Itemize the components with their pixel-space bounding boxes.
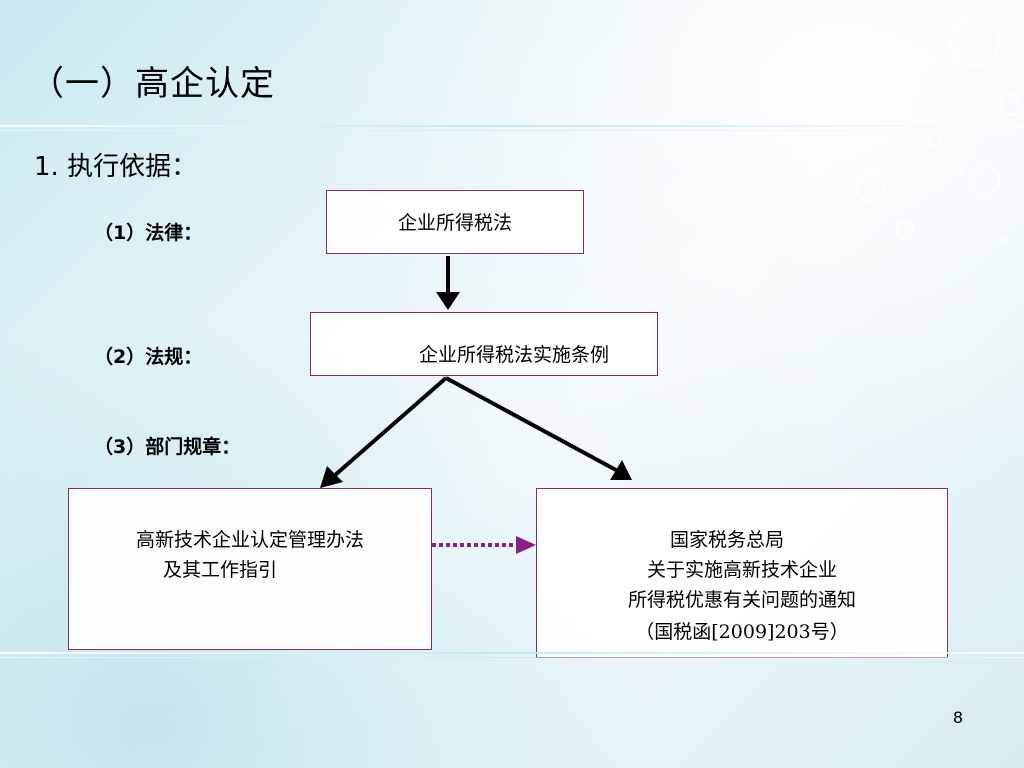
law-box-text: 企业所得税法 [397,212,512,234]
level-label-department-rules: （3）部门规章： [94,436,241,458]
top-divider-thin [0,130,1024,131]
bubble [955,165,965,175]
bubble [950,17,1000,67]
dotted-arrow-left-to-right-rule [432,536,536,554]
bubble [999,94,1021,116]
bubble [896,56,904,64]
bubble [970,165,1000,195]
bubble [928,133,942,147]
bubble [843,81,881,119]
bubble [1002,237,1008,243]
regulation-box: 企业所得税法实施条例 [310,312,658,376]
regulation-box-text: 企业所得税法实施条例 [418,344,609,366]
rule-box-right-line-2: 关于实施高新技术企业 [646,559,837,581]
bubble [855,173,885,203]
bottom-divider [0,652,1024,654]
rule-box-left-line-1: 高新技术企业认定管理办法 [135,529,364,551]
rule-box-right-line-3: 所得税优惠有关问题的通知 [627,589,856,611]
arrow-law-to-regulation [436,256,460,310]
rule-box-left: 高新技术企业认定管理办法 及其工作指引 [68,488,432,650]
bubble [896,221,914,239]
rule-box-left-line-2: 及其工作指引 [162,559,277,581]
law-box: 企业所得税法 [326,190,584,254]
rule-box-right: 国家税务总局 关于实施高新技术企业 所得税优惠有关问题的通知 （国税函[2009… [536,488,948,658]
rule-box-right-line-1: 国家税务总局 [669,529,784,551]
bottom-divider-thin [0,657,1024,658]
level-label-law: （1）法律： [94,222,203,244]
page-number: 8 [952,708,964,727]
rule-box-right-line-4: （国税函[2009]203号） [635,621,849,643]
top-divider [0,125,1024,127]
slide-title: （一）高企认定 [30,64,275,104]
arrow-regulation-to-left-rule [320,376,448,488]
level-label-regulation: （2）法规： [94,346,203,368]
section-heading: 1. 执行依据： [34,152,198,182]
arrow-regulation-to-right-rule [445,376,632,480]
